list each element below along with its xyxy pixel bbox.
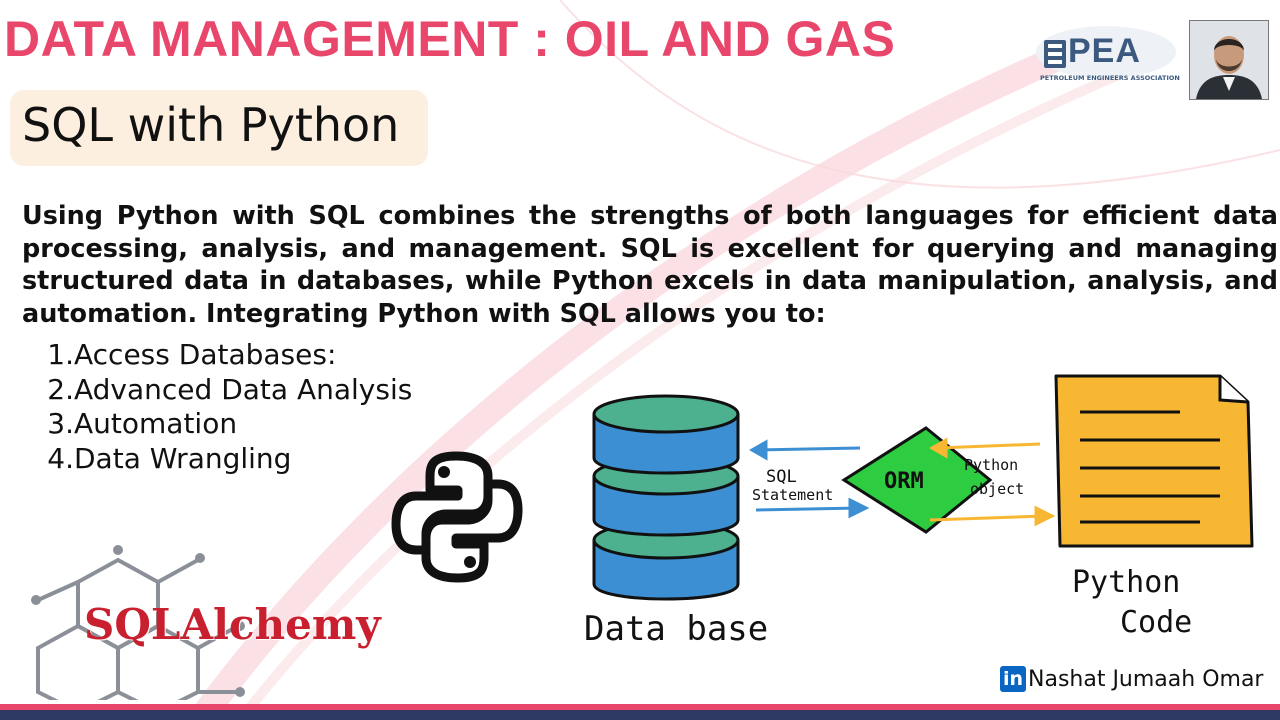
python-logo-icon bbox=[391, 451, 523, 583]
python-object-arrows bbox=[928, 437, 1056, 527]
orm-diagram: Data base SQL Statement ORM Python objec… bbox=[584, 374, 1254, 649]
footer-stripe-navy bbox=[0, 710, 1280, 720]
sqlalchemy-label: SQLAlchemy bbox=[84, 600, 381, 649]
python-code-label-2: Code bbox=[1120, 605, 1192, 640]
pea-logo-text: PEA bbox=[1068, 32, 1141, 70]
subtitle-background bbox=[10, 90, 428, 166]
pea-logo: PEA PETROLEUM ENGINEERS ASSOCIATION bbox=[1032, 22, 1180, 88]
author-credit: in Nashat Jumaah Omar bbox=[1000, 666, 1263, 692]
python-code-document-icon bbox=[1054, 374, 1254, 548]
page-title: DATA MANAGEMENT : OIL AND GAS bbox=[4, 11, 896, 67]
footer-stripe-pink bbox=[0, 704, 1280, 710]
list-item: 3.Automation bbox=[47, 407, 238, 440]
linkedin-icon[interactable]: in bbox=[1000, 666, 1026, 692]
list-item: 4.Data Wrangling bbox=[47, 441, 292, 475]
pea-emblem-icon bbox=[1036, 26, 1176, 78]
sql-label: SQL bbox=[766, 467, 797, 487]
list-item: 1.Access Databases: bbox=[47, 338, 337, 371]
statement-label: Statement bbox=[752, 486, 833, 504]
author-name: Nashat Jumaah Omar bbox=[1028, 666, 1264, 692]
python-object-label-1: Python bbox=[964, 456, 1018, 474]
sqlalchemy-logo-icon bbox=[31, 545, 245, 700]
capability-list: 1.Access Databases: 2.Advanced Data Anal… bbox=[22, 338, 412, 476]
python-object-label-2: object bbox=[970, 480, 1024, 498]
sql-arrows bbox=[748, 439, 870, 519]
list-item: 2.Advanced Data Analysis bbox=[47, 372, 413, 406]
person-photo-icon bbox=[1190, 21, 1268, 99]
database-icon bbox=[592, 394, 740, 601]
orm-label: ORM bbox=[884, 469, 924, 494]
pea-logo-subtext: PETROLEUM ENGINEERS ASSOCIATION bbox=[1040, 74, 1180, 82]
database-label: Data base bbox=[584, 609, 768, 649]
page-subtitle: SQL with Python bbox=[22, 98, 400, 152]
orm-node bbox=[841, 426, 993, 534]
avatar bbox=[1189, 20, 1269, 100]
intro-paragraph: Using Python with SQL combines the stren… bbox=[22, 201, 1278, 329]
python-code-label-1: Python bbox=[1072, 565, 1180, 600]
